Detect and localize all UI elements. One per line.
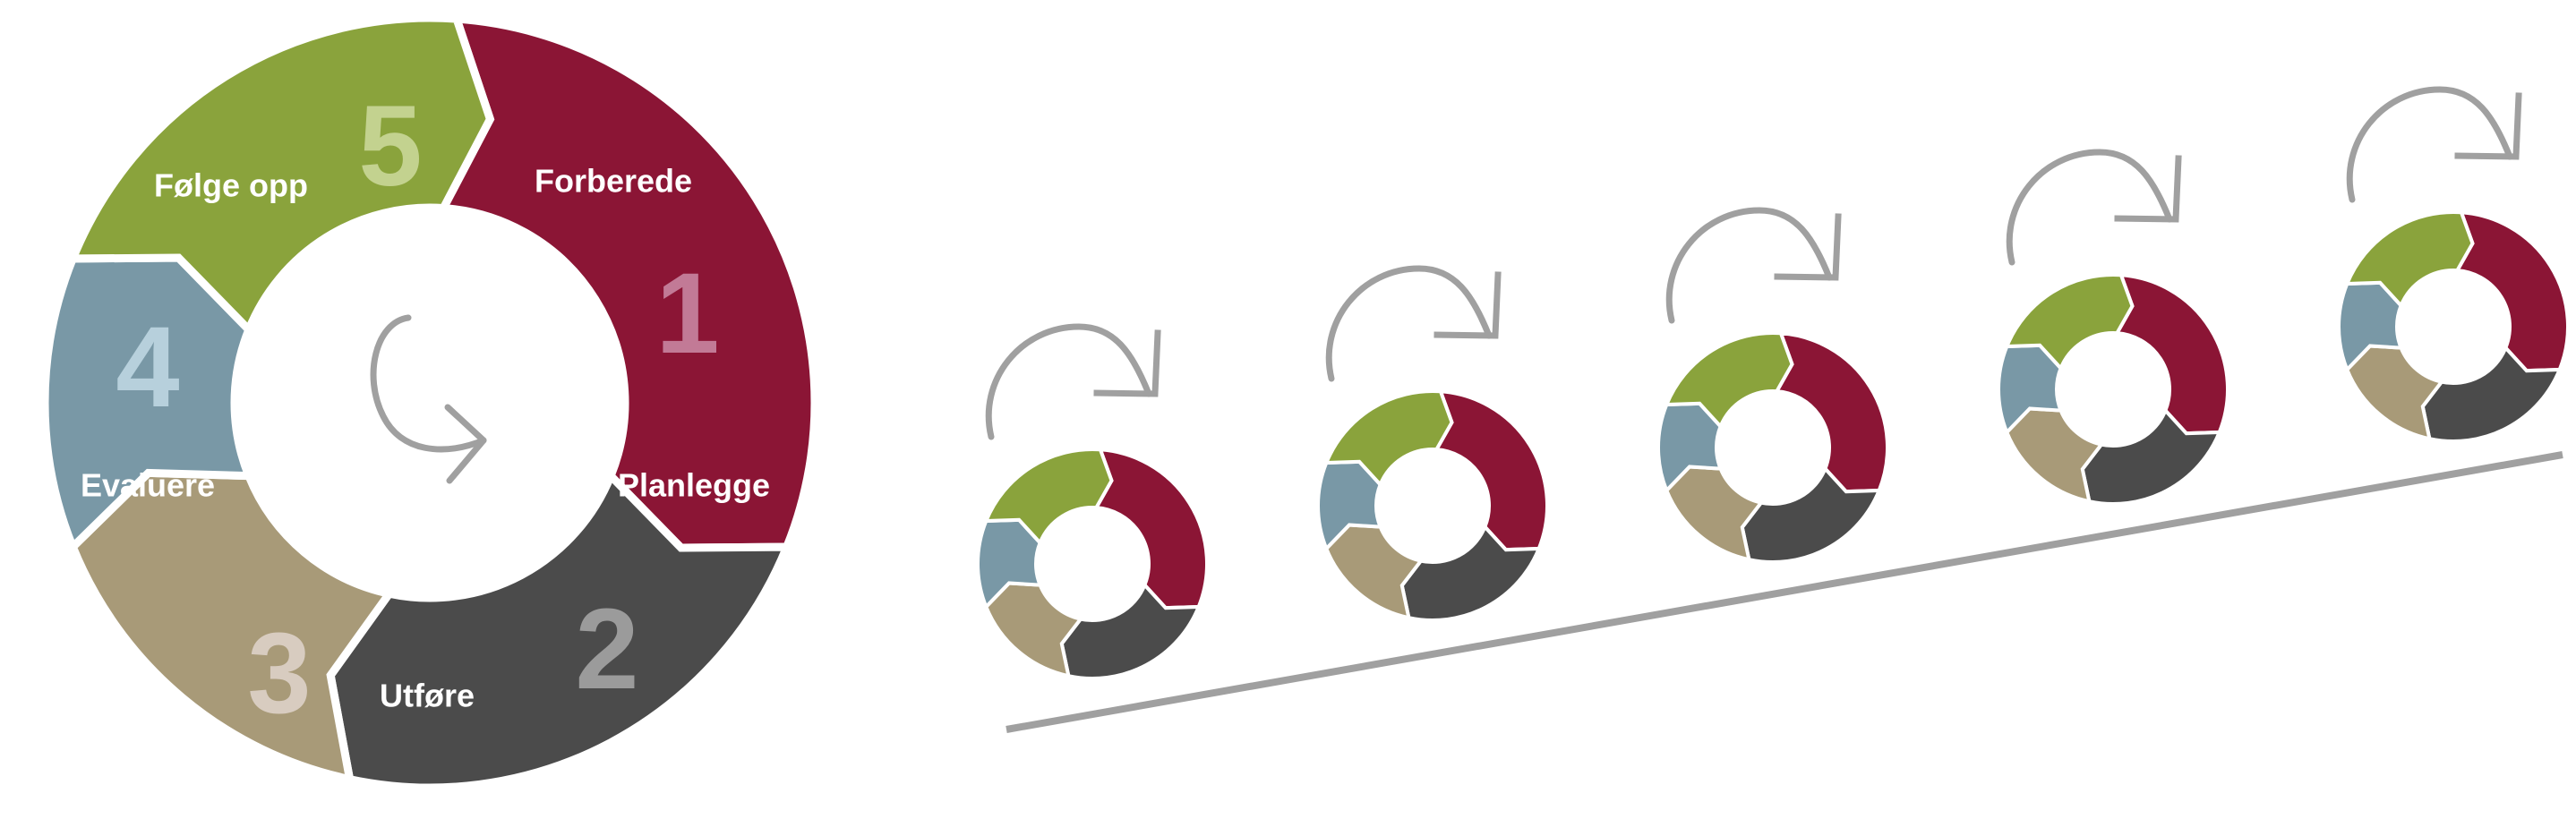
center-arrow-head-icon — [444, 404, 487, 484]
phase-number-3: 3 — [247, 610, 311, 738]
phase-label-3: Utføre — [380, 678, 475, 714]
small-cycle-wheel-1 — [976, 323, 1209, 680]
phase-label-1: Forberede — [535, 163, 692, 200]
loop-arrow-head-icon-1 — [1093, 329, 1161, 397]
cycle-segment-2 — [326, 468, 793, 792]
small-1-segment-1 — [1093, 448, 1209, 610]
small-1-segment-5 — [983, 448, 1114, 547]
loop-arrow-head-icon-2 — [1433, 271, 1502, 339]
small-5-segment-3 — [2344, 344, 2445, 441]
small-cycle-wheel-4 — [1997, 149, 2229, 506]
loop-arrow-icon-3 — [1665, 207, 1833, 324]
small-4-segment-3 — [2004, 406, 2105, 504]
loop-arrow-head-icon-3 — [1774, 213, 1842, 281]
loop-arrow-icon-4 — [2006, 149, 2173, 266]
small-5-segment-5 — [2344, 210, 2475, 310]
small-4-segment-1 — [2114, 273, 2229, 436]
small-3-segment-3 — [1664, 465, 1765, 562]
cycle-segment-1 — [437, 14, 819, 552]
small-2-segment-1 — [1433, 389, 1549, 552]
loop-arrow-icon-5 — [2346, 86, 2513, 203]
small-5-segment-1 — [2454, 210, 2570, 373]
loop-arrow-icon-1 — [985, 323, 1152, 440]
cycle-segment-5 — [66, 13, 495, 337]
phase-label-5: Følge opp — [154, 167, 308, 204]
small-cycle-wheel-3 — [1656, 207, 1889, 564]
phase-label-2: Planlegge — [618, 467, 770, 504]
progress-baseline — [1006, 451, 2563, 733]
small-cycle-wheel-2 — [1316, 265, 1549, 622]
phase-number-5: 5 — [358, 82, 422, 210]
small-cycle-wheel-5 — [2337, 86, 2570, 443]
small-3-segment-5 — [1664, 331, 1794, 431]
phase-number-2: 2 — [575, 585, 638, 713]
phase-number-1: 1 — [655, 250, 719, 378]
loop-arrow-head-icon-4 — [2114, 155, 2182, 223]
small-1-segment-3 — [983, 581, 1084, 678]
small-4-segment-5 — [2004, 273, 2135, 372]
center-cycle-arrow-icon — [370, 314, 487, 453]
small-2-segment-5 — [1323, 389, 1454, 489]
progression-wheels — [976, 86, 2570, 733]
cycle-segment-3 — [68, 468, 397, 785]
small-2-segment-3 — [1323, 523, 1425, 620]
loop-arrow-head-icon-5 — [2454, 92, 2522, 160]
small-3-segment-1 — [1774, 331, 1889, 494]
phase-number-4: 4 — [116, 303, 179, 431]
loop-arrow-icon-2 — [1325, 265, 1493, 382]
phase-label-4: Evaluere — [81, 467, 215, 504]
